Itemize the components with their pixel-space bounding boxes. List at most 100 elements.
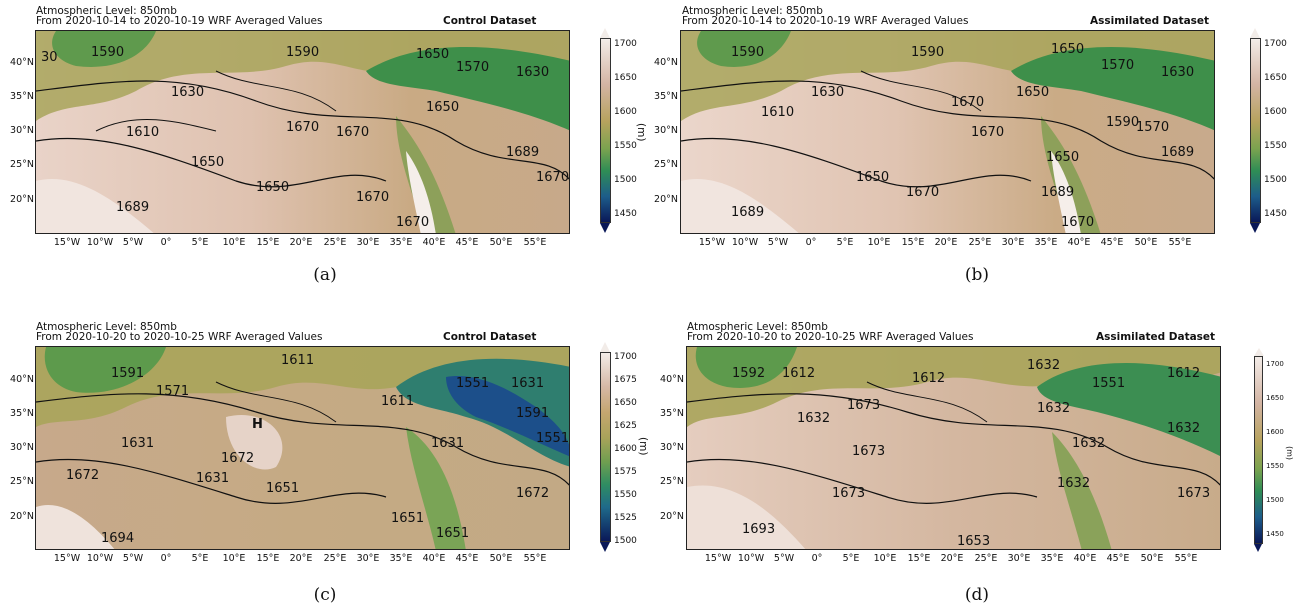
lon-label: 10°W [86,237,114,248]
period-text: From 2020-10-20 to 2020-10-25 WRF Averag… [36,331,323,343]
lon-label: 15°E [907,553,931,564]
lon-label: 10°W [731,237,759,248]
svg-text:1592: 1592 [732,366,765,381]
lon-label: 50°E [1140,553,1164,564]
lat-label: 30°N [10,125,34,136]
svg-text:1672: 1672 [516,486,549,501]
colorbar-tick: 1500 [614,536,637,546]
svg-text:30: 30 [41,50,58,65]
colorbar-tick: 1500 [1264,175,1287,185]
svg-text:1651: 1651 [391,511,424,526]
lon-label: 30°E [1007,553,1031,564]
map-area: 1591 1571 1611 1551 1611 1631 1591 1551 … [35,346,570,550]
svg-text:1610: 1610 [126,125,159,140]
lat-label: 40°N [10,57,34,68]
lon-label: 35°E [1034,237,1058,248]
svg-text:1689: 1689 [1161,145,1194,160]
lon-label: 5°W [122,553,144,564]
svg-text:1591: 1591 [516,406,549,421]
lon-label: 20°E [289,237,313,248]
svg-text:1612: 1612 [1167,366,1200,381]
svg-text:1670: 1670 [396,215,429,230]
svg-text:1590: 1590 [91,45,124,60]
lon-label: 35°E [1040,553,1064,564]
colorbar-tick: 1550 [1266,462,1284,470]
colorbar-tick: 1650 [614,73,637,83]
lon-label: 5°W [773,553,795,564]
svg-text:1651: 1651 [266,481,299,496]
lon-label: 40°E [422,237,446,248]
lon-label: 40°E [1067,237,1091,248]
level-text: Atmospheric Level: 850mb [36,5,177,17]
svg-text:1630: 1630 [811,85,844,100]
colorbar-tick: 1650 [1264,73,1287,83]
svg-text:1590: 1590 [911,45,944,60]
panel-c: Atmospheric Level: 850mb From 2020-10-20… [0,318,650,610]
colorbar-gradient [1250,38,1261,223]
colorbar-tick: 1600 [614,107,637,117]
svg-text:1670: 1670 [356,190,389,205]
lon-label: 30°E [356,553,380,564]
map-area: 1590 1590 1650 1570 1630 1610 1630 1670 … [680,30,1215,234]
lat-label: 30°N [660,442,684,453]
lat-label: 40°N [654,57,678,68]
colorbar-tick: 1500 [614,175,637,185]
dataset-title: Control Dataset [443,331,537,343]
svg-text:1590: 1590 [1106,115,1139,130]
map-area: 1592 1612 1632 1673 1612 1632 1551 1612 … [686,346,1221,550]
lon-label: 15°W [53,237,81,248]
colorbar-tick: 1650 [614,398,637,408]
svg-text:1651: 1651 [436,526,469,541]
svg-text:1611: 1611 [381,394,414,409]
map-area: 1590 1590 1650 1630 1610 1630 1570 1670 … [35,30,570,234]
lon-label: 35°E [389,553,413,564]
lon-label: 25°E [323,553,347,564]
svg-text:1672: 1672 [221,451,254,466]
lon-label: 10°W [86,553,114,564]
colorbar-top-arrow [600,28,610,38]
level-text: Atmospheric Level: 850mb [682,5,823,17]
svg-text:1670: 1670 [906,185,939,200]
colorbar: 1700 1650 1600 1550 1500 1450 (m) [1254,348,1304,553]
colorbar-tick: 1450 [1266,530,1284,538]
colorbar-tick: 1700 [1264,39,1287,49]
lon-label: 20°E [289,553,313,564]
colorbar: 1700 1650 1600 1550 1500 1450 [1250,28,1304,238]
svg-text:1571: 1571 [156,384,189,399]
colorbar-tick: 1450 [614,209,637,219]
panel-b: Atmospheric Level: 850mb From 2020-10-14… [650,0,1304,290]
svg-text:1630: 1630 [1161,65,1194,80]
svg-text:1612: 1612 [912,371,945,386]
lon-label: 15°E [256,553,280,564]
lat-label: 20°N [660,511,684,522]
colorbar-top-arrow [600,342,610,352]
svg-text:1632: 1632 [797,411,830,426]
lon-label: 45°E [1100,237,1124,248]
svg-text:1630: 1630 [171,85,204,100]
caption: (b) [964,265,990,285]
panel-d: Atmospheric Level: 850mb From 2020-10-20… [650,318,1304,610]
svg-text:1611: 1611 [281,353,314,368]
lon-label: 5°E [191,553,209,564]
caption: (c) [313,585,337,605]
lon-label: 15°E [256,237,280,248]
lon-label: 50°E [1134,237,1158,248]
colorbar-tick: 1700 [614,39,637,49]
colorbar-gradient [600,38,611,223]
svg-text:1610: 1610 [761,105,794,120]
svg-text:1673: 1673 [1177,486,1210,501]
lat-label: 35°N [660,408,684,419]
svg-text:1693: 1693 [742,522,775,537]
dataset-title: Assimilated Dataset [1096,331,1216,343]
lon-label: 45°E [455,553,479,564]
colorbar-tick: 1450 [1264,209,1287,219]
colorbar-top-arrow [1254,348,1264,356]
svg-text:1689: 1689 [506,145,539,160]
lat-label: 40°N [660,374,684,385]
lon-label: 55°E [523,237,547,248]
lon-label: 10°E [873,553,897,564]
svg-text:1689: 1689 [1041,185,1074,200]
lon-label: 15°E [901,237,925,248]
dataset-title: Assimilated Dataset [1090,15,1210,27]
colorbar-tick: 1650 [1266,394,1284,402]
